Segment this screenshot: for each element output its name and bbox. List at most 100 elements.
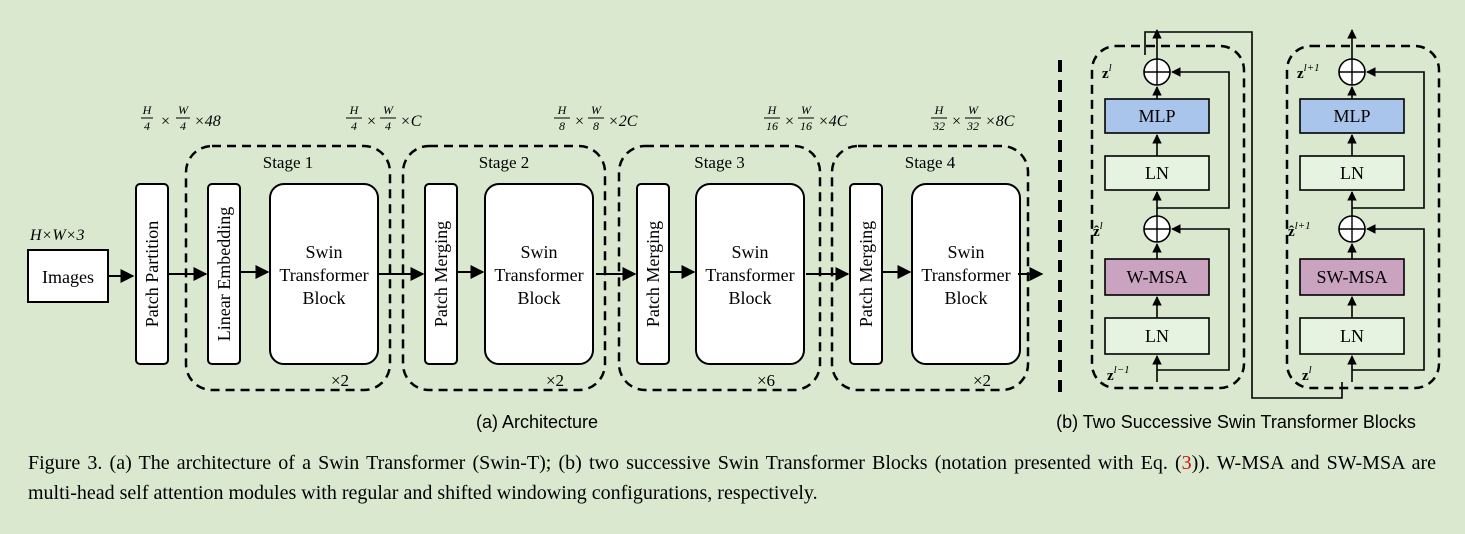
ln-bottom-box-label: LN — [1145, 326, 1169, 346]
attention-box — [1299, 258, 1405, 296]
attention-box — [1104, 258, 1210, 296]
stage-dims: H 16 × W 16 ×4C — [764, 103, 848, 133]
swin-block — [484, 183, 594, 365]
swin-block-label: Transformer — [279, 265, 368, 285]
dims-denominator: 8 — [559, 119, 565, 133]
residual-connection-2 — [1352, 67, 1425, 209]
svg-text:×: × — [784, 113, 795, 130]
stage-first-block — [424, 183, 458, 365]
svg-text:4: 4 — [180, 119, 186, 133]
dims-denominator: 32 — [966, 119, 979, 133]
mlp-box-label: MLP — [1333, 106, 1370, 126]
stage-first-block-label: Patch Merging — [643, 221, 663, 327]
ln-top-box — [1104, 155, 1210, 191]
dims-denominator: 4 — [385, 119, 391, 133]
swin-block-label: Swin — [305, 242, 342, 262]
swin-diagram: H×W×3 Images Patch Partition H 4 × W 4 ×… — [27, 29, 1441, 432]
stage-frame — [617, 144, 822, 392]
swin-block-label: Block — [729, 288, 772, 308]
swin-block-label: Block — [303, 288, 346, 308]
swin-block-label: Transformer — [705, 265, 794, 285]
dims-numerator: H — [767, 103, 778, 117]
swin-blocks-group: MLPLNW-MSALNzlẑlzl−1MLPLNSW-MSALNzl+1ẑl+… — [1090, 29, 1441, 390]
patch-partition-dims: H 4 × W 4 ×48 — [141, 103, 221, 133]
stage-dims: H4×W4×C — [346, 103, 422, 133]
figure-caption: Figure 3. (a) The architecture of a Swin… — [28, 448, 1436, 508]
svg-text:×: × — [951, 113, 962, 130]
stage-first-block — [636, 183, 670, 365]
stage-first-block-label: Patch Merging — [431, 221, 451, 327]
stage-first-block — [207, 183, 241, 365]
stage-title: Stage 3 — [694, 153, 745, 172]
caption-suffix: )). W-MSA and SW-MSA are multi-head self… — [28, 452, 1436, 504]
mlp-box-label: MLP — [1138, 106, 1175, 126]
dims-numerator: H — [934, 103, 945, 117]
equation-ref-link[interactable]: 3 — [1181, 452, 1192, 474]
ln-bottom-box-label: LN — [1340, 326, 1364, 346]
swin-block-label: Transformer — [921, 265, 1010, 285]
residual-connection-1 — [1157, 224, 1230, 371]
stage-repeat: ×2 — [973, 371, 991, 390]
swin-block-label: Block — [945, 288, 988, 308]
stage-repeat: ×6 — [757, 371, 775, 390]
caption-prefix: Figure 3. (a) The architecture of a Swin… — [28, 452, 1182, 474]
dims-numerator: H — [557, 103, 568, 117]
dims-numerator: W — [968, 103, 979, 117]
images-label: Images — [42, 267, 94, 287]
caption-b: (b) Two Successive Swin Transformer Bloc… — [1056, 412, 1416, 432]
dims-denominator: 4 — [351, 119, 357, 133]
dims-denominator: 16 — [766, 119, 778, 133]
stage-title: Stage 1 — [263, 153, 314, 172]
dims-denominator: 16 — [800, 119, 812, 133]
svg-text:W: W — [178, 103, 189, 117]
stage-dims: H 32 × W 32 ×8C — [931, 103, 1015, 133]
stage-dims: H8×W8×2C — [554, 103, 638, 133]
svg-text:4: 4 — [144, 119, 150, 133]
images-box — [27, 249, 109, 303]
stage-title: Stage 4 — [905, 153, 956, 172]
dims-numerator: W — [591, 103, 602, 117]
swin-block-label: Transformer — [494, 265, 583, 285]
ln-top-box-label: LN — [1145, 163, 1169, 183]
dims-suffix: ×8C — [985, 113, 1015, 130]
stage-first-block — [849, 183, 883, 365]
z-output-label: zl+1 — [1297, 62, 1320, 82]
stage-repeat: ×2 — [331, 371, 349, 390]
dims-denominator: 8 — [593, 119, 599, 133]
stage-frame — [401, 144, 607, 392]
z-hat-label: ẑl — [1093, 220, 1103, 240]
dims-suffix: ×C — [400, 113, 422, 130]
block-frame — [1090, 44, 1246, 390]
residual-connection-2 — [1157, 67, 1230, 209]
dims-suffix: ×2C — [608, 113, 638, 130]
z-hat-label: ẑl+1 — [1288, 220, 1311, 240]
z-output-label: zl — [1102, 62, 1112, 82]
stage-4: Stage 4 Patch Merging SwinTransformerBlock… — [830, 103, 1030, 392]
stage-frame — [830, 144, 1030, 392]
swin-block-label: Swin — [947, 242, 984, 262]
swin-block-label: Block — [518, 288, 561, 308]
stage-title: Stage 2 — [479, 153, 530, 172]
dims-numerator: W — [383, 103, 394, 117]
dims-suffix: ×4C — [818, 113, 848, 130]
input-dims: H×W×3 — [29, 227, 84, 244]
mlp-box — [1299, 98, 1405, 134]
svg-text:×48: ×48 — [194, 113, 221, 130]
attention-box-label: W-MSA — [1126, 267, 1187, 287]
svg-text:×: × — [160, 113, 171, 130]
dims-denominator: 32 — [932, 119, 945, 133]
svg-text:H: H — [142, 103, 153, 117]
stage-first-block-label: Patch Merging — [856, 221, 876, 327]
z-input-label: zl — [1302, 364, 1312, 384]
swin-block — [695, 183, 805, 365]
block-connector — [1144, 31, 1343, 399]
caption-a: (a) Architecture — [476, 412, 598, 432]
svg-text:×: × — [366, 113, 377, 130]
dims-numerator: W — [801, 103, 812, 117]
